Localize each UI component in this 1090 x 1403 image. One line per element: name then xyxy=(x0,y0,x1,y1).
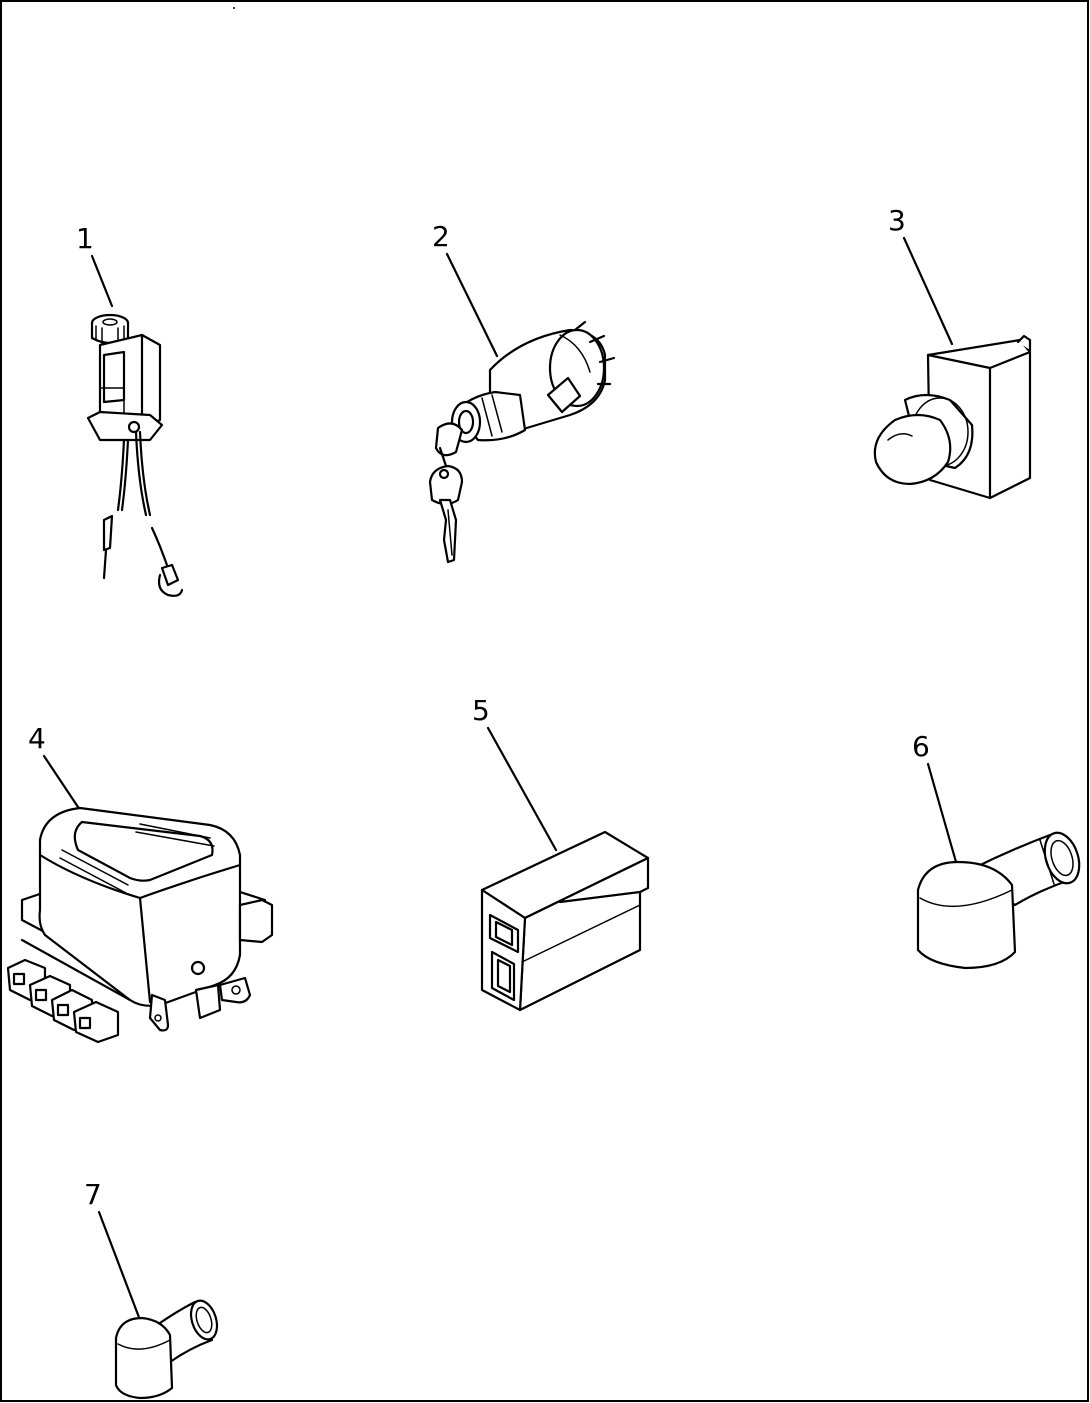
part-6-label: 6 xyxy=(912,730,930,763)
relay-regulator-icon xyxy=(6,806,274,1044)
part-5: 5 xyxy=(472,694,650,1012)
speck xyxy=(233,7,235,9)
ignition-key-switch-icon xyxy=(428,320,616,564)
part-4-leader xyxy=(42,754,82,812)
part-7: 7 xyxy=(84,1178,219,1400)
part-1: 1 xyxy=(76,222,184,597)
part-6-leader xyxy=(926,762,958,864)
solenoid-switch-icon xyxy=(86,313,184,597)
elbow-boot-small-icon xyxy=(114,1299,219,1400)
part-7-leader xyxy=(97,1210,142,1322)
connector-housing-icon xyxy=(480,830,650,1012)
elbow-boot-icon xyxy=(916,831,1081,970)
push-button-switch-icon xyxy=(873,334,1032,500)
part-5-label: 5 xyxy=(472,694,490,727)
part-4-label: 4 xyxy=(28,722,46,755)
part-3: 3 xyxy=(873,204,1032,500)
part-1-leader xyxy=(90,254,114,308)
part-6: 6 xyxy=(912,730,1081,970)
part-4: 4 xyxy=(6,722,274,1044)
part-5-leader xyxy=(486,726,558,852)
part-2-label: 2 xyxy=(432,220,450,253)
part-2: 2 xyxy=(428,220,616,564)
part-3-label: 3 xyxy=(888,204,906,237)
part-2-leader xyxy=(445,252,499,358)
part-7-label: 7 xyxy=(84,1178,102,1211)
part-3-leader xyxy=(902,236,954,346)
part-1-label: 1 xyxy=(76,222,94,255)
